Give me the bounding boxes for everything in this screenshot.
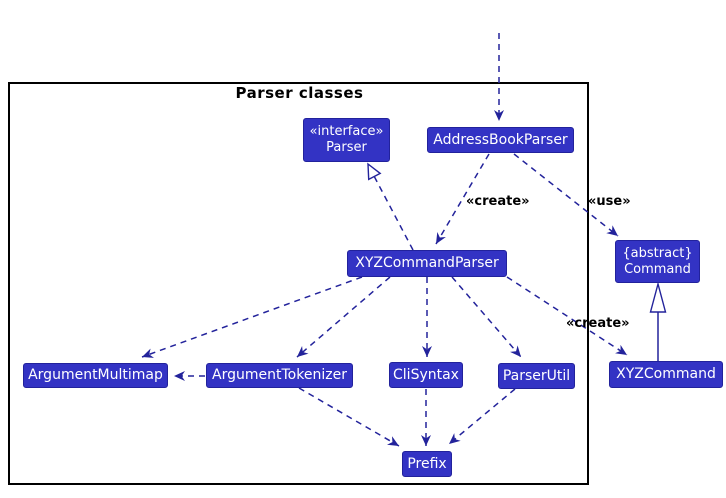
edge-parserutil-to-prefix [448,388,516,445]
class-prefix: Prefix [402,451,452,477]
edge-label-create-xyzcommand: «create» [566,316,630,331]
parser-classes-frame [8,82,589,485]
edge-xyzcommandparser-to-xyzcommand [506,276,628,356]
class-command-abstract: {abstract} Command [615,240,700,283]
edge-argumenttokenizer-to-prefix [298,387,400,447]
class-name: XYZCommand [616,366,716,383]
edge-xyzcommandparser-to-parser [373,175,414,251]
class-name: AddressBookParser [433,131,568,148]
class-stereotype: {abstract} [622,245,693,261]
class-clisyntax: CliSyntax [389,362,463,388]
edge-addressbookparser-to-command [513,153,619,237]
edge-xyzcommandparser-to-parserutil [451,276,522,358]
class-xyzcommand: XYZCommand [609,361,723,388]
frame-title: Parser classes [235,84,364,102]
edge-label-create-xyzcommandparser: «create» [466,194,530,209]
class-name: ArgumentMultimap [28,367,163,384]
class-name: Prefix [407,455,447,472]
class-name: XYZCommandParser [355,255,499,272]
edge-xyzcommandparser-to-argumenttokenizer [296,276,391,358]
class-parserutil: ParserUtil [498,363,575,389]
class-name: ParserUtil [502,367,571,384]
class-addressbookparser: AddressBookParser [427,127,574,153]
class-name: ArgumentTokenizer [212,367,347,384]
inheritance-triangle-command [649,281,667,313]
class-xyzcommandparser: XYZCommandParser [347,250,507,277]
class-stereotype: «interface» [309,124,384,140]
class-name: CliSyntax [393,366,459,383]
class-argumentmultimap: ArgumentMultimap [23,363,168,388]
edge-label-use-command: «use» [588,194,631,209]
class-parser-interface: «interface» Parser [303,118,390,162]
class-argumenttokenizer: ArgumentTokenizer [206,363,353,388]
realization-triangle-parser [367,162,382,181]
class-name: Parser [326,140,367,155]
class-name: Command [624,261,691,277]
edge-xyzcommandparser-to-argumentmultimap [141,276,363,358]
